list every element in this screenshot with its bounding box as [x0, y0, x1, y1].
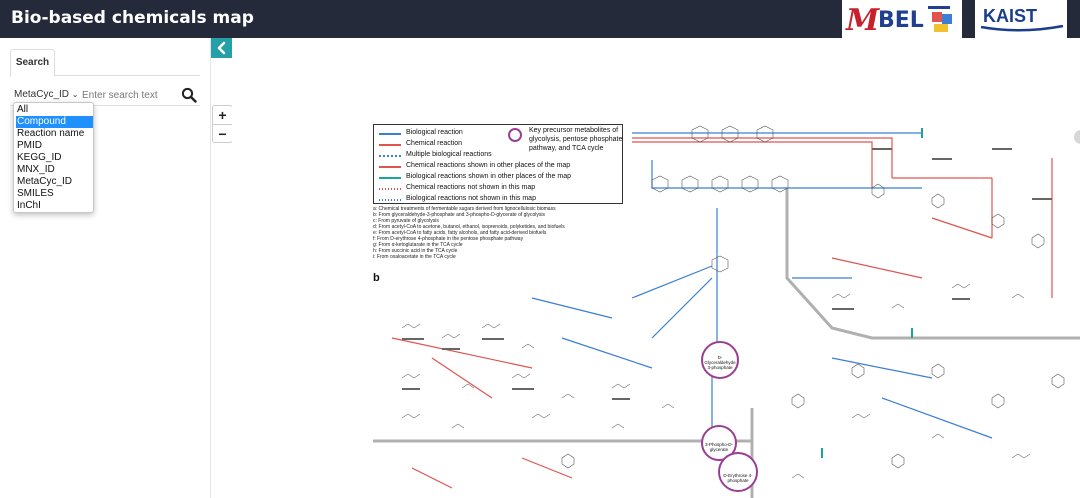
dotted-arrow-icon	[379, 188, 401, 190]
search-field-select[interactable]: MetaCyc_ID ⌄	[14, 89, 79, 100]
chevron-down-icon: ⌄	[71, 90, 79, 99]
svg-text:M: M	[845, 3, 880, 38]
note-line: d: From acetyl-CoA to acetone, butanol, …	[373, 224, 565, 230]
zoom-control: + −	[212, 105, 233, 143]
zoom-out-button[interactable]: −	[218, 126, 227, 142]
search-row: MetaCyc_ID ⌄	[10, 86, 200, 106]
zoom-divider	[213, 124, 232, 125]
dropdown-option-metacyc-id[interactable]: MetaCyc_ID	[17, 176, 73, 187]
key-metabolite-node[interactable]: D-Glyceraldehyde 3-phosphate	[701, 341, 739, 379]
page-title: Bio-based chemicals map	[11, 8, 254, 28]
search-icon[interactable]	[181, 87, 197, 103]
dropdown-option-kegg-id[interactable]: KEGG_ID	[17, 152, 62, 163]
dropdown-option-reaction-name[interactable]: Reaction name	[17, 128, 85, 139]
key-metabolite-node[interactable]: 3-Phospho-D-glycerate	[701, 425, 737, 461]
key-metabolite-node[interactable]: D-Erythrose 4-phosphate	[718, 452, 758, 492]
dropdown-option-inchi[interactable]: InChI	[17, 200, 41, 211]
note-line: e: From acetyl-CoA to fatty acids, fatty…	[373, 230, 547, 236]
metabolic-map-canvas[interactable]: Biological reaction Chemical reaction Mu…	[232, 38, 1080, 498]
dropdown-option-all[interactable]: All	[17, 104, 29, 115]
mbel-logo[interactable]: M BEL	[842, 0, 962, 38]
note-line: a: Chemical treatments of fermentable su…	[373, 206, 556, 212]
bar-arrow-icon	[379, 166, 401, 168]
dropdown-option-pmid[interactable]: PMID	[17, 140, 42, 151]
bar-arrow-icon	[379, 177, 401, 179]
chevron-left-icon	[217, 41, 226, 55]
search-field-select-value: MetaCyc_ID	[14, 89, 70, 100]
arrow-icon	[379, 144, 401, 146]
note-line: i: From oxaloacetate in the TCA cycle	[373, 254, 456, 260]
note-line: b: From glyceraldehyde-3-phosphate and 3…	[373, 212, 546, 218]
dropdown-option-smiles[interactable]: SMILES	[17, 188, 54, 199]
search-input[interactable]	[82, 87, 182, 104]
svg-text:KAIST: KAIST	[983, 6, 1037, 26]
key-metabolite-circle-icon	[508, 128, 522, 142]
note-line: g: From α-ketoglutarate in the TCA cycle	[373, 242, 463, 248]
map-notes: a: Chemical treatments of fermentable su…	[373, 206, 643, 260]
app-header: Bio-based chemicals map M BEL KAIST	[0, 0, 1080, 38]
zoom-in-button[interactable]: +	[218, 107, 227, 123]
kaist-logo[interactable]: KAIST	[975, 0, 1067, 38]
panel-label: b	[373, 272, 380, 284]
note-line: f: From D-erythrose 4-phosphate in the p…	[373, 236, 524, 242]
pathway-diagram	[373, 125, 1080, 498]
tab-bar: Search	[10, 49, 200, 77]
dropdown-option-mnx-id[interactable]: MNX_ID	[17, 164, 55, 175]
map-edge-handle[interactable]	[1074, 130, 1080, 144]
note-line: c: From pyruvate of glycolysis	[373, 218, 439, 224]
dotted-arrow-icon	[379, 199, 401, 201]
key-metabolite-text: Key precursor metabolites of glycolysis,…	[529, 127, 623, 152]
note-line: h: From succinic acid in the TCA cycle	[373, 248, 458, 254]
tab-search[interactable]: Search	[10, 49, 55, 77]
svg-text:BEL: BEL	[878, 8, 924, 33]
dotted-arrow-icon	[379, 155, 401, 157]
collapse-sidebar-button[interactable]	[211, 38, 232, 58]
arrow-icon	[379, 133, 401, 135]
dropdown-option-compound-name[interactable]: Compound name	[16, 116, 93, 139]
search-field-dropdown: All Compound name Reaction name PMID KEG…	[13, 102, 94, 213]
map-legend: Biological reaction Chemical reaction Mu…	[373, 124, 623, 204]
